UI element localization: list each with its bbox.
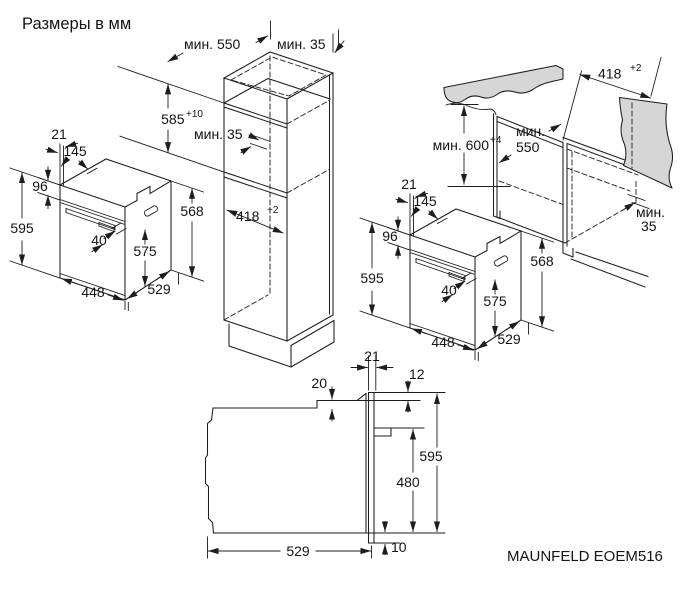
dim-base-rear-gap-value: 35 [641,218,657,234]
dim-ext-niche-width [562,56,662,141]
dim-base-niche-width-tol: +2 [630,63,642,74]
cabinet-bottom-edges [223,314,334,342]
dim-base-min-height-tol: +4 [490,135,502,146]
dim-side-height: 595 [419,448,443,464]
oven-front-view-left [10,126,204,311]
cabinet-plinth [228,319,335,368]
dim-ext-side-view [356,392,446,544]
cabinet-top-hidden [229,56,328,97]
dim-base-rear-gap-label: мин. [636,204,665,220]
tall-cabinet-diagram: мин. 550 мин. 35 585 +10 мин. 35 418 +2 [117,20,345,368]
dim-ticks-600 [447,104,511,187]
dim-side-rear-height: 480 [396,474,420,490]
dim-line-niche-width [226,209,284,234]
dim-cabinet-rear-gap: мин. 35 [194,126,243,142]
side-view-bottom-front [212,392,367,534]
countertop-left [443,64,564,104]
cabinet-bottom-hidden [223,294,269,321]
under-counter-diagram: 418 +2 мин. 600 +4 мин. 550 мин. 35 [433,56,674,288]
dim-cabinet-niche-height: 585 [161,111,185,127]
cabinet-shelf-hidden [286,99,330,194]
oven-line-art [360,193,554,360]
dim-side-depth: 529 [286,543,310,559]
cabinet-vertical-edges [223,72,334,342]
cabinet-rear-gap-lines [249,135,272,150]
dim-base-min-depth-label: мин. [516,123,545,139]
dim-cabinet-min-depth: мин. 550 [184,36,241,52]
niche-hidden-lines [498,148,639,244]
cabinet-shelf-top [223,77,331,129]
dim-ext-depth [207,536,372,559]
dim-side-bottom-gap: 10 [391,539,407,555]
model-label: MAUNFELD EOEM516 [507,548,663,565]
countertop-right [618,96,674,189]
oven-front-view-right [360,176,554,361]
dim-side-overhang: 12 [409,366,425,382]
dim-cabinet-top-gap: мин. 35 [277,36,326,52]
dim-base-min-depth-value: 550 [516,139,540,155]
countertop-underside [445,102,497,116]
side-view-top [212,392,367,409]
cabinet-top-face [222,51,335,100]
dim-cabinet-niche-width-tol: +2 [267,205,279,216]
side-panel-left [492,113,501,220]
dim-cabinet-niche-width: 418 [236,208,260,224]
cabinet-shelf-bottom [223,171,288,199]
side-view-handle [373,427,392,437]
side-view-back [204,407,215,534]
side-panel-right [562,141,574,258]
dim-side-door-thickness: 21 [364,348,380,364]
side-view-door [367,391,375,544]
oven-line-art [10,143,204,310]
dim-ext-door-thickness [368,355,377,391]
dim-side-top-recess: 20 [311,375,327,391]
page-title: Размеры в мм [22,15,131,33]
dim-base-niche-width: 418 [598,66,622,82]
worktop-front-edge [496,115,564,149]
dim-base-min-height: мин. 600 [433,137,490,153]
dim-cabinet-niche-height-tol: +10 [186,109,203,120]
dim-line-niche-width [579,73,652,99]
side-view-diagram: 21 20 12 595 480 529 10 [204,348,446,559]
floor-edges [496,216,649,288]
